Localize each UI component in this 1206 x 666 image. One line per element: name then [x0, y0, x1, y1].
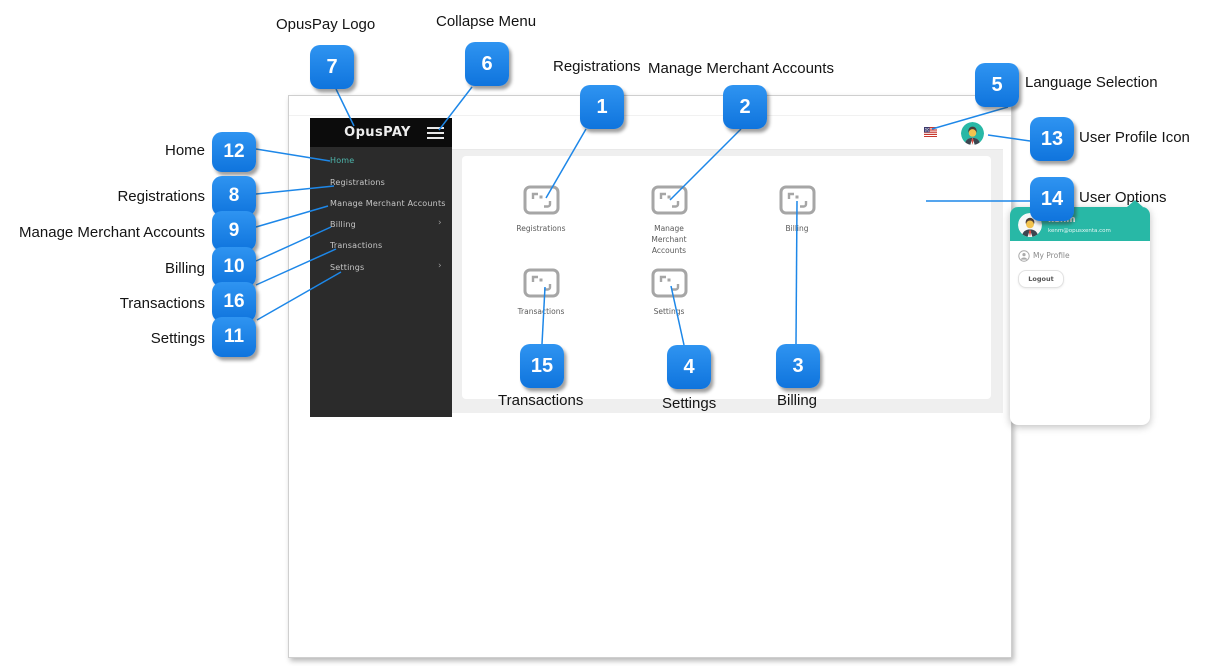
app-logo-bar: OpusPAY — [310, 118, 452, 147]
callout-label-2: Manage Merchant Accounts — [648, 60, 834, 77]
callout-label-10: Billing — [164, 260, 205, 277]
sidebar-item-home[interactable]: Home — [330, 156, 355, 165]
callout-badge-3[interactable]: 3 — [776, 344, 820, 388]
my-profile-item[interactable]: My Profile — [1018, 249, 1138, 263]
callout-label-3: Billing — [777, 392, 818, 409]
user-options-panel: kenm kenm@opusxenta.com My Profile Logou… — [1010, 200, 1150, 425]
callout-badge-9[interactable]: 9 — [212, 211, 256, 251]
tile-registrations[interactable]: Registrations — [496, 185, 586, 234]
sidebar-item-registrations[interactable]: Registrations — [330, 178, 386, 187]
callout-badge-12[interactable]: 12 — [212, 132, 256, 172]
chevron-right-icon: › — [438, 218, 442, 228]
user-email: kenm@opusxenta.com — [1048, 228, 1111, 234]
callout-badge-5[interactable]: 5 — [975, 63, 1019, 107]
callout-badge-13[interactable]: 13 — [1030, 117, 1074, 161]
image-placeholder-icon — [651, 268, 687, 298]
callout-label-9: Manage Merchant Accounts — [19, 224, 205, 241]
callout-badge-11[interactable]: 11 — [212, 317, 256, 357]
callout-label-8: Registrations — [117, 188, 205, 205]
callout-label-5: Language Selection — [1025, 74, 1158, 91]
dropdown-notch — [1127, 200, 1143, 207]
sidebar-item-manage-merchant-accounts[interactable]: Manage Merchant Accounts — [330, 199, 446, 208]
tile-billing[interactable]: Billing — [752, 185, 842, 234]
callout-label-4: Settings — [662, 395, 717, 412]
app-window: OpusPAY Home Registrations Manage Mercha… — [288, 95, 1150, 658]
callout-label-13: User Profile Icon — [1079, 129, 1190, 146]
person-circle-icon — [1018, 250, 1030, 262]
callout-label-1: Registrations — [553, 58, 641, 75]
sidebar-item-transactions[interactable]: Transactions — [330, 241, 383, 250]
user-profile-avatar-icon[interactable] — [961, 122, 984, 145]
callout-label-14: User Options — [1079, 189, 1167, 206]
callout-badge-16[interactable]: 16 — [212, 282, 256, 322]
us-flag-icon[interactable] — [924, 127, 937, 137]
callout-label-16: Transactions — [119, 295, 205, 312]
callout-badge-14[interactable]: 14 — [1030, 177, 1074, 221]
image-placeholder-icon — [651, 185, 687, 215]
tile-label: Settings — [653, 307, 685, 316]
tile-transactions[interactable]: Transactions — [496, 268, 586, 317]
tile-label: Billing — [785, 224, 809, 233]
callout-badge-6[interactable]: 6 — [465, 42, 509, 86]
callout-badge-7[interactable]: 7 — [310, 45, 354, 89]
sidebar-item-billing[interactable]: Billing — [330, 220, 356, 229]
my-profile-label: My Profile — [1033, 251, 1070, 260]
hamburger-icon[interactable] — [427, 126, 444, 140]
tile-label: Registrations — [516, 224, 566, 233]
callout-label-15: Transactions — [498, 392, 584, 409]
callout-badge-10[interactable]: 10 — [212, 247, 256, 287]
sidebar-item-settings[interactable]: Settings — [330, 263, 365, 272]
opuspay-logo[interactable]: OpusPAY — [344, 125, 411, 140]
callout-badge-2[interactable]: 2 — [723, 85, 767, 129]
image-placeholder-icon — [523, 185, 559, 215]
callout-label-11: Settings — [150, 330, 205, 347]
callout-badge-4[interactable]: 4 — [667, 345, 711, 389]
app-top-divider — [289, 115, 1011, 116]
image-placeholder-icon — [523, 268, 559, 298]
chevron-right-icon: › — [438, 261, 442, 271]
callout-label-12: Home — [164, 142, 205, 159]
tile-label: Transactions — [517, 307, 565, 316]
tile-settings[interactable]: Settings — [624, 268, 714, 317]
image-placeholder-icon — [779, 185, 815, 215]
callout-badge-15[interactable]: 15 — [520, 344, 564, 388]
callout-badge-1[interactable]: 1 — [580, 85, 624, 129]
callout-label-7: OpusPay Logo — [276, 16, 376, 33]
tile-label: Manage Merchant Accounts — [651, 224, 687, 255]
tile-manage-merchant-accounts[interactable]: Manage Merchant Accounts — [624, 185, 714, 256]
callout-badge-8[interactable]: 8 — [212, 176, 256, 216]
logout-button[interactable]: Logout — [1018, 270, 1064, 288]
callout-label-6: Collapse Menu — [436, 13, 537, 30]
sidebar: Home Registrations Manage Merchant Accou… — [310, 147, 452, 417]
